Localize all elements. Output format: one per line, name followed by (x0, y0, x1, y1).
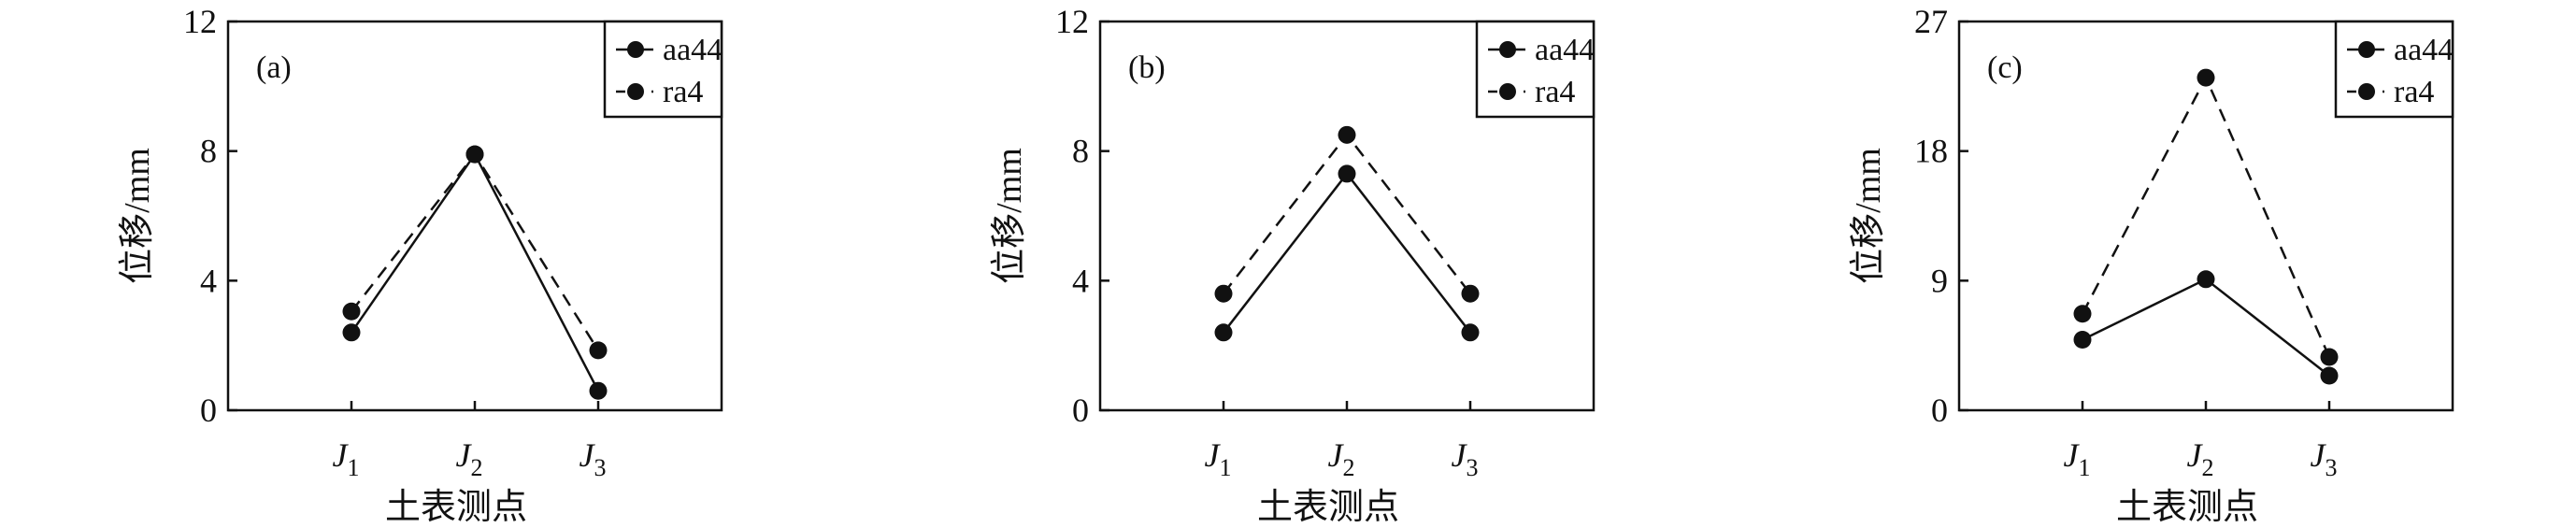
x-tick-label-sub: 3 (594, 454, 606, 481)
x-tick-label-sub: 3 (2325, 454, 2337, 481)
data-point-ra4 (2197, 68, 2215, 87)
legend-marker-ra4 (627, 83, 644, 100)
legend-marker-aa44 (627, 41, 644, 58)
x-tick-label-sub: 3 (1466, 454, 1478, 481)
legend-marker-ra4 (1499, 83, 1516, 100)
x-tick-label: J1 (333, 436, 360, 481)
x-tick-label: J2 (1328, 436, 1355, 481)
legend-label-ra4: ra4 (2394, 75, 2434, 109)
y-tick-label: 8 (1072, 133, 1089, 170)
y-tick-label: 4 (1072, 262, 1089, 299)
y-tick-label: 27 (1914, 3, 1948, 40)
x-axis-label: 土表测点 (1257, 488, 1399, 527)
legend-label-aa44: aa44 (663, 33, 723, 67)
y-tick-label: 12 (183, 3, 217, 40)
x-tick-label-main: J (580, 436, 596, 474)
y-tick-label: 9 (1931, 262, 1948, 299)
y-tick-label: 0 (200, 392, 217, 429)
x-tick-label-main: J (2187, 436, 2204, 474)
legend-box (2334, 20, 2454, 119)
panel-label: (b) (1128, 50, 1166, 85)
series-line-aa44 (1223, 171, 1471, 334)
series-line-aa44 (2082, 278, 2330, 378)
data-point-aa44 (2197, 270, 2215, 289)
legend-box (1475, 20, 1596, 119)
series-line-ra4 (2081, 75, 2331, 358)
legend-marker-aa44 (2358, 41, 2375, 58)
x-tick-label: J2 (456, 436, 483, 481)
x-tick-label-sub: 2 (2201, 454, 2213, 481)
data-point-ra4 (342, 302, 361, 321)
data-point-ra4 (2073, 305, 2092, 323)
x-tick-label: J3 (1452, 436, 1479, 481)
legend-marker-aa44 (1499, 41, 1516, 58)
x-tick-label-main: J (456, 436, 473, 474)
data-point-aa44 (2320, 366, 2339, 385)
legend-label-aa44: aa44 (2394, 33, 2454, 67)
y-axis-label: 位移/mm (1849, 148, 1888, 284)
y-axis-label: 位移/mm (990, 148, 1029, 284)
x-tick-label: J3 (2311, 436, 2338, 481)
x-tick-label-main: J (1328, 436, 1345, 474)
x-tick-label-sub: 1 (2078, 454, 2090, 481)
x-axis-label: 土表测点 (2116, 488, 2258, 527)
x-tick-label: J1 (1205, 436, 1232, 481)
data-point-ra4 (2320, 348, 2339, 366)
x-tick-label-main: J (1205, 436, 1222, 474)
x-tick-label-sub: 2 (1342, 454, 1354, 481)
data-point-aa44 (2073, 331, 2092, 350)
x-tick-label-main: J (333, 436, 350, 474)
x-tick-label: J3 (580, 436, 607, 481)
x-tick-label-sub: 1 (347, 454, 359, 481)
data-point-ra4 (589, 341, 608, 360)
legend-label-ra4: ra4 (663, 75, 703, 109)
legend: aa44 ra4 (1475, 20, 1596, 119)
legend: aa44 ra4 (2334, 20, 2454, 119)
x-tick-label: J2 (2187, 436, 2214, 481)
x-axis-label: 土表测点 (385, 488, 527, 527)
y-tick-label: 4 (200, 262, 217, 299)
y-tick-label: 0 (1072, 392, 1089, 429)
y-tick-label: 8 (200, 133, 217, 170)
y-tick-label: 12 (1055, 3, 1089, 40)
panel-label: (a) (256, 50, 292, 85)
y-tick-label: 18 (1914, 133, 1948, 170)
x-tick-label-sub: 1 (1219, 454, 1231, 481)
y-tick-label: 0 (1931, 392, 1948, 429)
x-tick-label: J1 (2064, 436, 2091, 481)
data-point-ra4 (1338, 125, 1356, 144)
legend-label-aa44: aa44 (1535, 33, 1595, 67)
x-tick-label-main: J (2064, 436, 2081, 474)
x-tick-label-sub: 2 (470, 454, 482, 481)
legend-label-ra4: ra4 (1535, 75, 1575, 109)
series-line-aa44 (350, 151, 600, 392)
legend-box (603, 20, 723, 119)
legend-marker-ra4 (2358, 83, 2375, 100)
data-point-aa44 (589, 381, 608, 400)
x-tick-label-main: J (2311, 436, 2327, 474)
series-line-ra4 (1223, 133, 1471, 294)
panel-label: (c) (1987, 50, 2023, 85)
data-point-ra4 (1214, 284, 1233, 303)
data-point-aa44 (1214, 323, 1233, 342)
x-tick-label-main: J (1452, 436, 1468, 474)
data-point-aa44 (1338, 164, 1356, 183)
y-axis-label: 位移/mm (118, 148, 157, 284)
data-point-ra4 (1461, 284, 1480, 303)
data-point-ra4 (465, 145, 484, 164)
legend: aa44 ra4 (603, 20, 723, 119)
data-point-aa44 (1461, 323, 1480, 342)
data-point-aa44 (342, 323, 361, 342)
